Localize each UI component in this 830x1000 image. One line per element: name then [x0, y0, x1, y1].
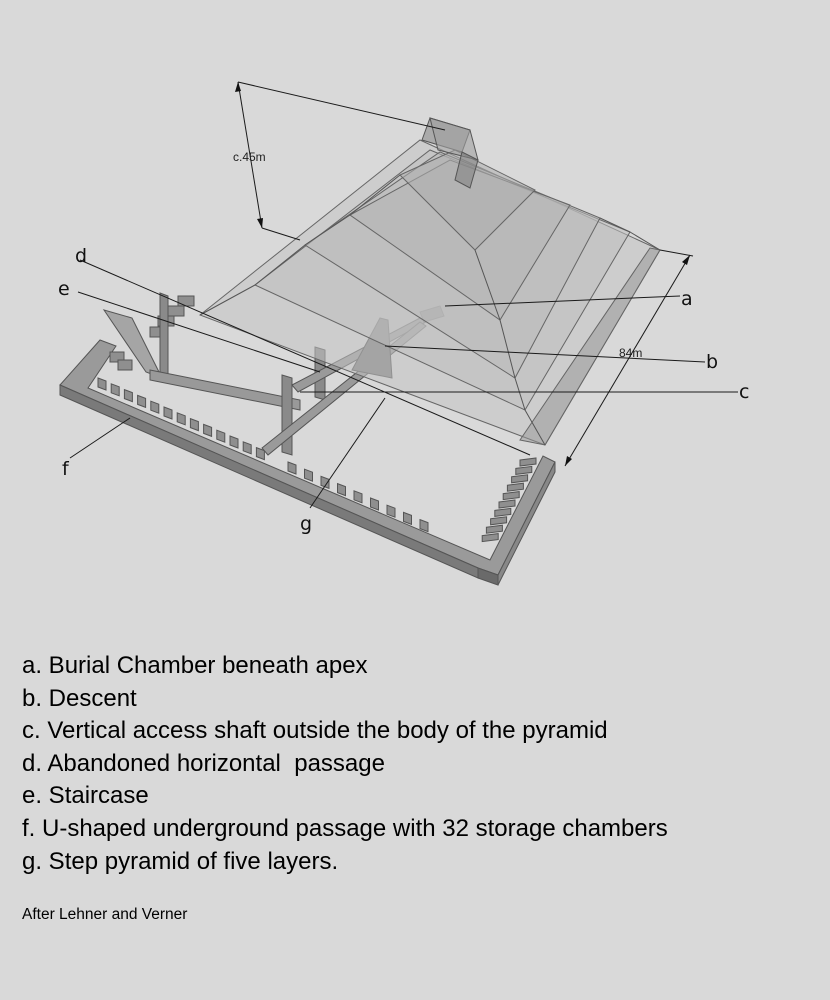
label-g: g [300, 513, 312, 535]
legend-item-b: b. Descent [22, 684, 137, 712]
leader-lines [69, 259, 738, 509]
storage-chamber [485, 524, 503, 534]
label-e: e [58, 278, 70, 300]
storage-chamber [502, 491, 520, 501]
storage-chamber [189, 417, 199, 432]
storage-chamber [498, 499, 516, 509]
storage-chamber [304, 468, 313, 482]
legend-item-d: d. Abandoned horizontal passage [22, 749, 385, 777]
storage-chamber [403, 511, 412, 526]
storage-chamber [123, 388, 133, 403]
height-dimension: c.45m [233, 150, 266, 164]
storage-chamber [386, 504, 396, 518]
label-a: a [681, 288, 693, 310]
storage-chamber [163, 406, 173, 420]
storage-chamber [287, 461, 297, 475]
label-b: b [706, 351, 718, 373]
storage-chamber [419, 518, 429, 533]
storage-chamber [255, 446, 265, 461]
legend-item-e: e. Staircase [22, 782, 149, 810]
pyramid-diagram: c.45m 84m d e a b c f g [58, 81, 749, 586]
storage-chamber [229, 435, 239, 449]
storage-chamber [137, 394, 147, 409]
label-f: f [62, 458, 70, 480]
storage-chamber [176, 412, 186, 426]
width-dimension: 84m [619, 346, 642, 360]
storage-chamber [97, 377, 107, 391]
storage-chamber [150, 400, 160, 414]
storage-chamber [242, 441, 252, 455]
label-d: d [75, 245, 87, 267]
legend-item-g: g. Step pyramid of five layers. [22, 847, 339, 875]
credit-text: After Lehner and Verner [22, 906, 188, 923]
legend: a. Burial Chamber beneath apex b. Descen… [22, 650, 668, 878]
storage-chamber [481, 533, 499, 543]
storage-chamber [490, 516, 508, 526]
storage-chamber [337, 482, 346, 497]
legend-item-a: a. Burial Chamber beneath apex [22, 652, 368, 679]
storage-chamber [353, 490, 363, 504]
legend-item-f: f. U-shaped underground passage with 32 … [22, 814, 668, 842]
dimension-lines [235, 81, 694, 467]
storage-chamber [203, 423, 213, 438]
storage-chamber [216, 429, 226, 443]
legend-item-c: c. Vertical access shaft outside the bod… [22, 717, 608, 745]
storage-chamber [494, 507, 512, 517]
storage-chamber [515, 465, 533, 475]
storage-chamber [320, 475, 330, 490]
storage-chamber [511, 474, 529, 484]
step-pyramid [198, 117, 661, 446]
label-c: c [739, 381, 749, 403]
storage-chamber [110, 383, 120, 397]
storage-chamber [519, 457, 537, 467]
storage-chamber [370, 497, 379, 511]
storage-chamber [506, 482, 524, 492]
u-shaped-passage [59, 295, 556, 586]
